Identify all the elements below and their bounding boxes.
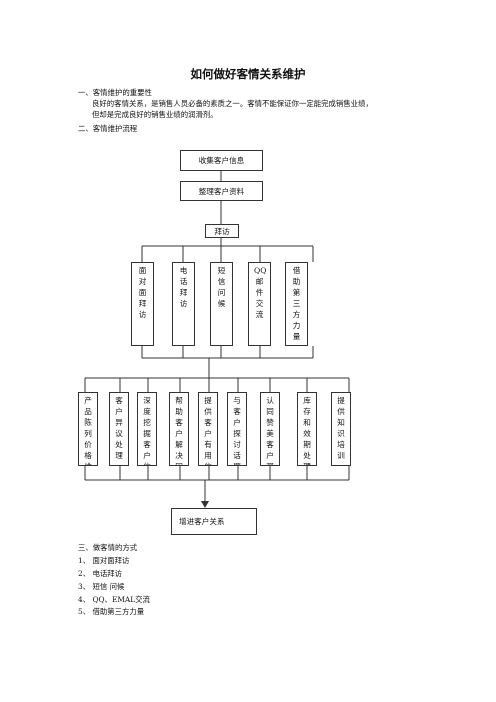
method-phone: 电话拜访 bbox=[172, 262, 195, 346]
action-discuss-topics: 与客户探讨话题 bbox=[227, 392, 247, 466]
section1-para-line1: 良好的客情关系，是销售人员必备的素质之一。客情不能保证你一定能完成销售业绩， bbox=[92, 99, 373, 108]
method-qq-email: QQ邮件交流 bbox=[248, 262, 271, 346]
section3-item: 2、 电话拜访 bbox=[78, 569, 123, 578]
method-third-party: 借助第三方力量 bbox=[285, 262, 308, 346]
section2-heading: 二、客情维护流程 bbox=[78, 124, 138, 133]
section3-item: 1、 面对面拜访 bbox=[78, 556, 130, 565]
section3-heading: 三、做客情的方式 bbox=[78, 543, 138, 552]
section1-para-line2: 但却是完成良好的销售业绩的润滑剂。 bbox=[92, 110, 218, 119]
action-inventory-expiry: 库存和效期处理 bbox=[297, 392, 317, 466]
section3-item: 5、 借助第三方力量 bbox=[78, 607, 145, 616]
final-enhance-relationship: 增进客户关系 bbox=[171, 508, 257, 535]
page-title: 如何做好客情关系维护 bbox=[190, 67, 306, 81]
action-dig-info: 深度挖掘客户信息 bbox=[137, 392, 157, 466]
method-sms: 短信问候 bbox=[210, 262, 233, 346]
step-organize-data: 整理客户资料 bbox=[180, 181, 263, 201]
action-useful-info: 提供客户有用信息 bbox=[198, 392, 218, 466]
action-knowledge-training: 提供知识培训 bbox=[331, 392, 351, 466]
section1-heading: 一、客情维护的重要性 bbox=[78, 88, 152, 97]
action-praise-views: 认同赞美客户观点 bbox=[260, 392, 280, 466]
action-product-display: 产品陈列价格维护 bbox=[78, 392, 98, 466]
action-solve-problems: 帮助客户解决困难 bbox=[169, 392, 189, 466]
action-objection-handling: 客户异议处理 bbox=[109, 392, 129, 466]
step-visit: 拜访 bbox=[205, 224, 239, 238]
method-face-to-face: 面对面拜访 bbox=[131, 262, 154, 346]
section3-item: 3、 短信 问候 bbox=[78, 582, 125, 591]
section3-item: 4、 QQ、EMAL交流 bbox=[78, 595, 150, 604]
step-collect-info: 收集客户信息 bbox=[180, 150, 263, 171]
